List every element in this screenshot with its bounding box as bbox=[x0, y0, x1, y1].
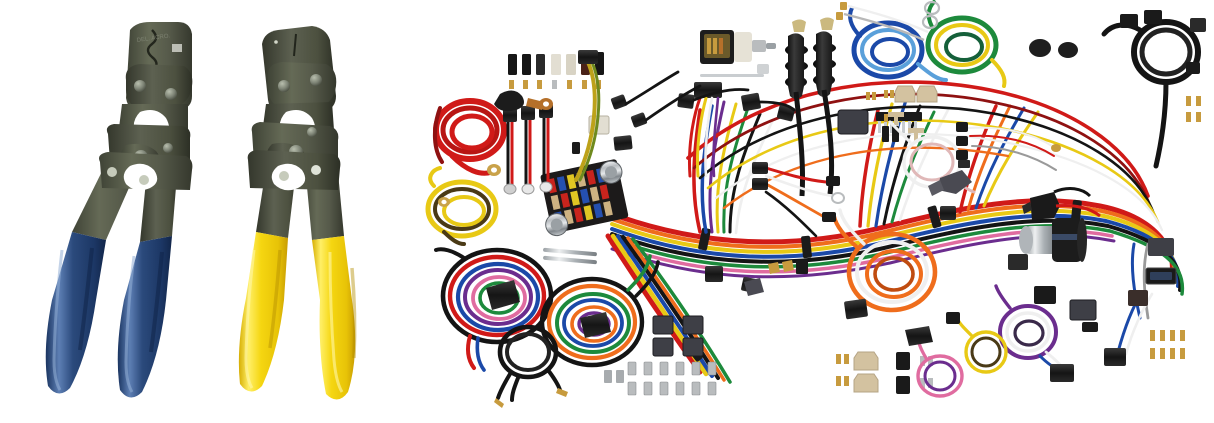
screw-pair bbox=[543, 247, 597, 265]
crimp-jaw-profile bbox=[293, 33, 297, 57]
fuse-block-breaker bbox=[545, 213, 569, 237]
connector-black-yellow-lead bbox=[946, 312, 960, 324]
connector-tan-bottom bbox=[853, 351, 879, 393]
headlight-switch bbox=[700, 30, 776, 77]
ring-terminal-red-main bbox=[487, 164, 501, 176]
connector-housing-row bbox=[508, 52, 604, 75]
connector-black-coil-left bbox=[486, 280, 520, 310]
connector-black bbox=[503, 108, 517, 122]
tool-rivet bbox=[279, 171, 289, 181]
ring-terminal-lead-pair bbox=[836, 0, 941, 42]
connector-black-bottom bbox=[896, 352, 910, 394]
tool-rivet bbox=[163, 143, 173, 153]
ring-terminal-ground-a bbox=[503, 183, 517, 195]
lead-yellow-green bbox=[572, 50, 601, 182]
coil-blue-rear bbox=[848, 6, 948, 82]
center-lead-fan bbox=[752, 162, 845, 238]
thin-leads-mid-right bbox=[956, 122, 1061, 171]
relay-black bbox=[1022, 187, 1101, 220]
ring-terminal-yellow bbox=[438, 197, 450, 207]
ring-terminal-ground-c bbox=[539, 181, 553, 193]
ring-terminal-copper bbox=[526, 98, 553, 110]
harness-tape-wrap bbox=[927, 205, 942, 229]
connector-black bbox=[521, 106, 535, 120]
connector-black-lead-top bbox=[624, 70, 796, 122]
tool-yellow-head bbox=[247, 26, 341, 191]
harness-tape-wrap bbox=[801, 235, 812, 259]
tool-rivet bbox=[310, 74, 322, 86]
coil-multicolor-right bbox=[539, 254, 660, 368]
tool-rivet bbox=[107, 167, 117, 177]
ground-lead-group bbox=[503, 104, 553, 195]
connector-cluster-bottom-right bbox=[1008, 238, 1185, 359]
grommet-disc-a bbox=[1029, 39, 1051, 57]
ring-terminal-ground-b bbox=[521, 183, 535, 195]
grommet-disc-b bbox=[1058, 42, 1078, 58]
tools-panel: DEL. ACRO. bbox=[45, 22, 357, 400]
connector-black-pink-lead bbox=[905, 326, 933, 346]
tool-rivet bbox=[165, 88, 177, 100]
tool-rivet bbox=[134, 80, 146, 92]
right-blue-grey-leads bbox=[1082, 242, 1154, 366]
tool-rivet bbox=[278, 80, 290, 92]
connector-pair-grey-upper bbox=[652, 315, 704, 357]
boot-cap-black bbox=[494, 90, 524, 112]
coil-black-tail bbox=[1101, 19, 1201, 169]
tool-marking-text: DEL. ACRO. bbox=[136, 33, 171, 44]
connector-black-purple-lead bbox=[1050, 364, 1074, 382]
handle-grip-yellow-right bbox=[312, 236, 356, 400]
terminal-row-right-silver bbox=[920, 356, 933, 388]
terminal-row-brass bbox=[836, 354, 849, 386]
harness-panel bbox=[425, 0, 1206, 408]
fuse-block bbox=[540, 159, 629, 237]
harness-tape-wrap bbox=[698, 227, 711, 251]
crimping-tool-yellow bbox=[238, 26, 357, 400]
tool-rivet bbox=[139, 175, 149, 185]
terminal-small-brass-group bbox=[866, 90, 894, 122]
boot-cap-pair bbox=[792, 17, 834, 32]
coil-red-battery bbox=[433, 98, 507, 176]
connector-tan-group bbox=[888, 85, 938, 141]
coil-yellow-black bbox=[425, 166, 499, 246]
connector-black bbox=[578, 50, 598, 64]
ignition-switch-chrome bbox=[1019, 218, 1087, 262]
bare-wire-ends bbox=[494, 388, 568, 408]
bulkhead-connector-grey bbox=[837, 109, 869, 135]
dash-connector-assembly bbox=[928, 160, 972, 196]
tool-blue-head: DEL. ACRO. bbox=[99, 22, 193, 191]
tool-rivet bbox=[311, 165, 321, 175]
coil-green-yellow bbox=[925, 0, 1007, 88]
small-parts-center bbox=[744, 260, 808, 296]
connector-far-right-top bbox=[1120, 10, 1206, 122]
fuse-block-breaker bbox=[599, 160, 623, 184]
rubber-grommet-boot-left bbox=[785, 33, 808, 197]
crimping-tool-blue: DEL. ACRO. bbox=[45, 22, 193, 398]
coil-purple-white bbox=[994, 284, 1068, 374]
connector-black-coil-right bbox=[580, 312, 611, 338]
coil-black-ground bbox=[496, 324, 562, 402]
terminal-row-ring-silver bbox=[604, 361, 717, 396]
tool-rivet bbox=[307, 127, 317, 137]
